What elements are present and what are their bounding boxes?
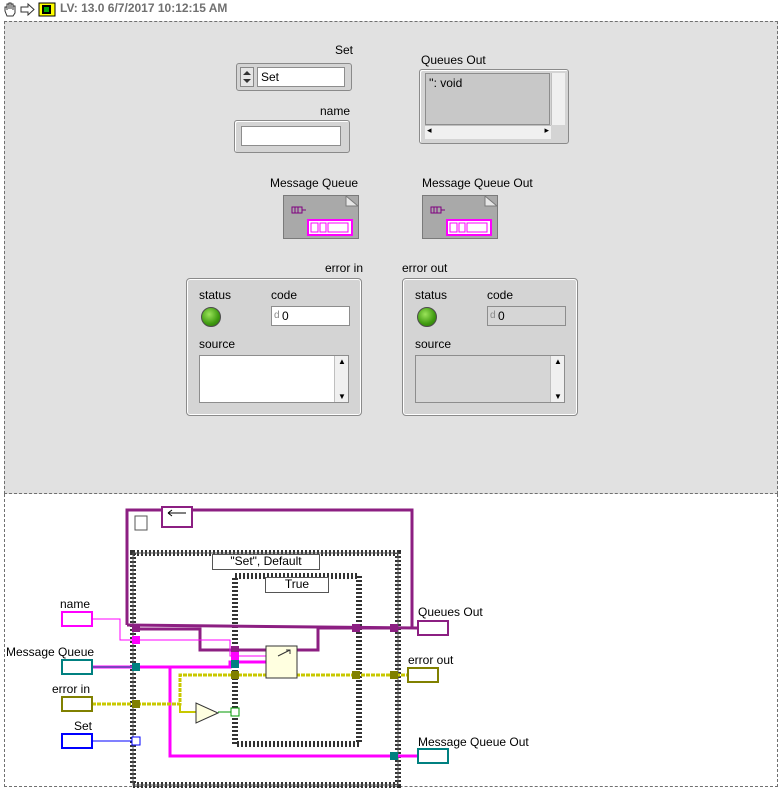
shift-register-init [134,515,148,531]
tunnel [390,752,398,760]
error-out-cluster: status code d 0 source ▲ ▼ [402,278,578,416]
queues-out-terminal [417,620,449,636]
error-in-source-scroll[interactable]: ▲ ▼ [334,356,348,402]
inner-case-selector[interactable]: True [265,577,329,593]
bd-set-label: Set [74,719,93,733]
message-queue-control[interactable] [283,194,360,239]
queues-out-vscroll[interactable] [551,73,565,125]
queue-refnum-out-icon [423,194,499,238]
name-terminal [61,611,93,627]
error-out-source-scroll[interactable]: ▲ ▼ [550,356,564,402]
error-out-status-label: status [415,288,448,302]
scroll-right-icon[interactable]: ▸ [544,125,549,135]
message-queue-terminal [61,659,93,675]
error-in-code-value: 0 [282,309,289,323]
tunnel [132,636,140,644]
queues-out-label: Queues Out [421,53,486,67]
queue-refnum-icon [284,194,360,238]
bd-message-queue-label: Message Queue [6,645,95,659]
tunnel [132,624,140,632]
bd-queues-out-label: Queues Out [418,605,483,619]
error-out-label: error out [402,261,448,275]
error-in-code-label: code [271,288,298,302]
scroll-up-icon[interactable]: ▲ [554,357,562,366]
set-label: Set [335,43,354,57]
feedback-node [161,506,193,528]
error-in-terminal [61,696,93,712]
scroll-down-icon[interactable]: ▼ [554,392,562,401]
tunnel [132,663,140,671]
error-out-code-field: d 0 [487,306,566,326]
hand-tool-icon[interactable] [2,2,18,17]
outer-case-label: "Set", Default [230,554,302,568]
error-in-label: error in [325,261,364,275]
set-terminal [61,733,93,749]
error-in-source-label: source [199,337,236,351]
error-out-terminal [407,667,439,683]
tunnel [231,652,239,660]
case-selector [131,736,141,746]
error-out-code-label: code [487,288,514,302]
tunnel [231,671,239,679]
queues-out-hscroll[interactable]: ◂ ▸ [425,125,551,139]
name-control-frame [234,120,350,153]
name-input[interactable] [241,126,341,146]
queues-out-value: '': void [425,73,550,125]
name-label: name [320,104,351,118]
set-ring-value: Set [257,67,345,87]
error-in-code-field[interactable]: d 0 [271,306,350,326]
error-in-cluster: status code d 0 source ▲ ▼ [186,278,362,416]
message-queue-out-indicator [422,194,499,239]
set-ring-control[interactable]: Set [236,63,352,91]
tunnel [352,624,360,632]
error-in-status-led[interactable] [201,307,221,327]
bd-error-out-label: error out [408,653,454,667]
tunnel [390,624,398,632]
error-out-source-label: source [415,337,452,351]
error-in-code-radix: d [274,310,280,321]
message-queue-out-label: Message Queue Out [422,176,533,190]
error-in-source-field[interactable]: ▲ ▼ [199,355,349,403]
run-arrow-icon[interactable] [20,2,36,17]
scroll-left-icon[interactable]: ◂ [427,125,432,135]
scroll-up-icon[interactable]: ▲ [338,357,346,366]
tunnel [231,646,239,654]
error-in-status-label: status [199,288,232,302]
bd-message-queue-out-label: Message Queue Out [418,735,529,749]
tunnel [132,700,140,708]
vi-icon[interactable] [38,2,56,17]
version-text: LV: 13.0 6/7/2017 10:12:15 AM [60,1,228,15]
front-panel [4,21,778,494]
inner-case-label: True [284,577,310,591]
error-out-source-field: ▲ ▼ [415,355,565,403]
scroll-down-icon[interactable]: ▼ [338,392,346,401]
tunnel [352,671,360,679]
enqueue-subvi-node [265,645,298,679]
message-queue-out-terminal [417,748,449,764]
case-selector [230,707,240,717]
bd-error-in-label: error in [52,682,91,696]
error-out-code-value: 0 [498,309,505,323]
outer-case-selector[interactable]: "Set", Default [212,554,320,570]
tunnel [390,671,398,679]
bd-name-label: name [60,597,91,611]
queues-out-indicator: '': void ◂ ▸ [419,69,569,144]
error-out-code-radix: d [490,310,496,321]
ring-increment-arrows[interactable] [240,67,254,87]
error-out-status-led [417,307,437,327]
tunnel [231,660,239,668]
comparator-node [195,702,220,724]
message-queue-label: Message Queue [270,176,359,190]
toolbar: LV: 13.0 6/7/2017 10:12:15 AM [0,0,783,20]
